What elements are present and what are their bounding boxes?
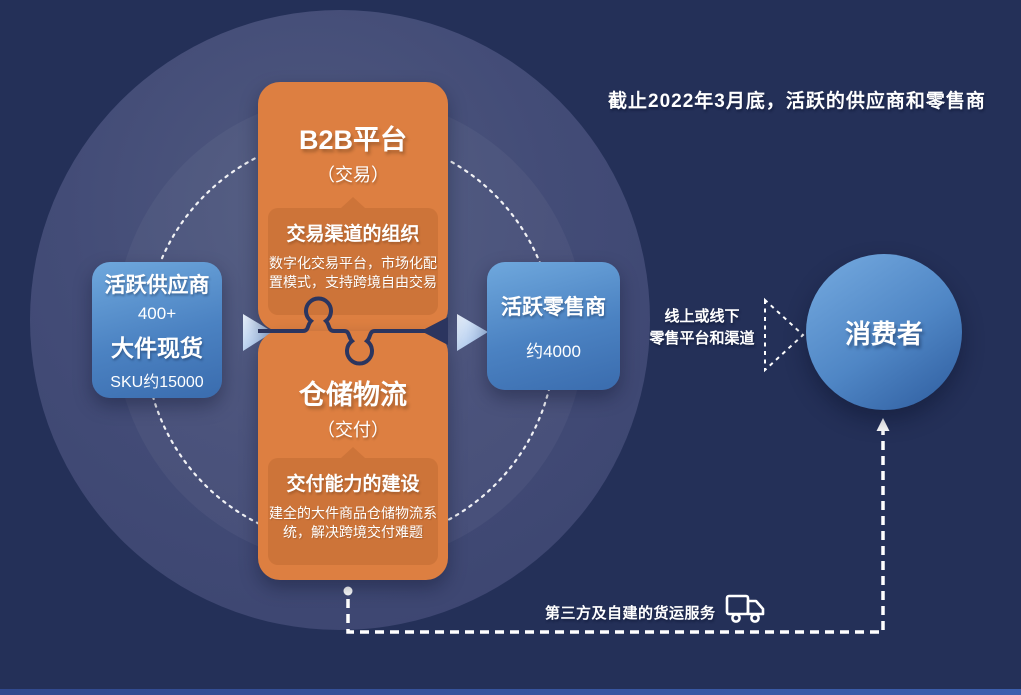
retailer-box: 活跃零售商 约4000 xyxy=(487,262,620,390)
supplier-box: 活跃供应商 400+ 大件现货 SKU约15000 xyxy=(92,262,222,398)
logistics-title: 仓储物流 xyxy=(299,380,407,410)
b2b-platform-box: B2B平台 （交易） 交易渠道的组织 数字化交易平台，市场化配置模式，支持跨境自… xyxy=(258,82,448,331)
consumer-circle: 消费者 xyxy=(806,254,962,410)
consumer-title: 消费者 xyxy=(844,318,923,349)
platform-role: （交易） xyxy=(317,165,389,185)
freight-route-arrowhead-icon xyxy=(876,418,890,431)
freight-route-dashed-line xyxy=(346,430,885,634)
freight-route-origin-dot xyxy=(343,586,353,596)
retailer-title: 活跃零售商 xyxy=(501,295,606,319)
slide-bottom-edge xyxy=(0,689,1021,695)
platform-panel-body: 数字化交易平台，市场化配置模式，支持跨境自由交易 xyxy=(269,255,437,290)
retailer-count: 约4000 xyxy=(526,341,581,361)
channel-label: 线上或线下 零售平台和渠道 xyxy=(641,306,763,350)
freight-service-label: 第三方及自建的货运服务 xyxy=(545,605,716,622)
platform-detail-panel: 交易渠道的组织 数字化交易平台，市场化配置模式，支持跨境自由交易 xyxy=(268,197,438,315)
logistics-box: 仓储物流 （交付） 交付能力的建设 建全的大件商品仓储物流系统，解决跨境交付难题 xyxy=(258,331,448,580)
platform-to-retailer-arrow-icon xyxy=(457,314,488,351)
logistics-panel-heading: 交付能力的建设 xyxy=(286,474,420,495)
truck-icon xyxy=(725,594,765,623)
supplier-sku-count: SKU约15000 xyxy=(110,373,204,391)
channel-label-line1: 线上或线下 xyxy=(664,308,740,325)
panel-callout-tip xyxy=(341,447,365,458)
logistics-panel-body: 建全的大件商品仓储物流系统，解决跨境交付难题 xyxy=(269,505,437,540)
supplier-title: 活跃供应商 xyxy=(104,273,210,297)
supplier-product: 大件现货 xyxy=(111,334,203,361)
retailer-to-consumer-dashed-arrow-icon xyxy=(764,297,805,373)
panel-callout-tip xyxy=(341,197,365,208)
logistics-detail-panel: 交付能力的建设 建全的大件商品仓储物流系统，解决跨境交付难题 xyxy=(268,447,438,565)
platform-title: B2B平台 xyxy=(298,125,407,155)
channel-label-line2: 零售平台和渠道 xyxy=(649,329,755,347)
supplier-count: 400+ xyxy=(137,303,177,323)
report-caption: 截止2022年3月底，活跃的供应商和零售商 xyxy=(608,91,986,112)
logistics-role: （交付） xyxy=(317,420,389,440)
platform-panel-heading: 交易渠道的组织 xyxy=(286,224,420,245)
